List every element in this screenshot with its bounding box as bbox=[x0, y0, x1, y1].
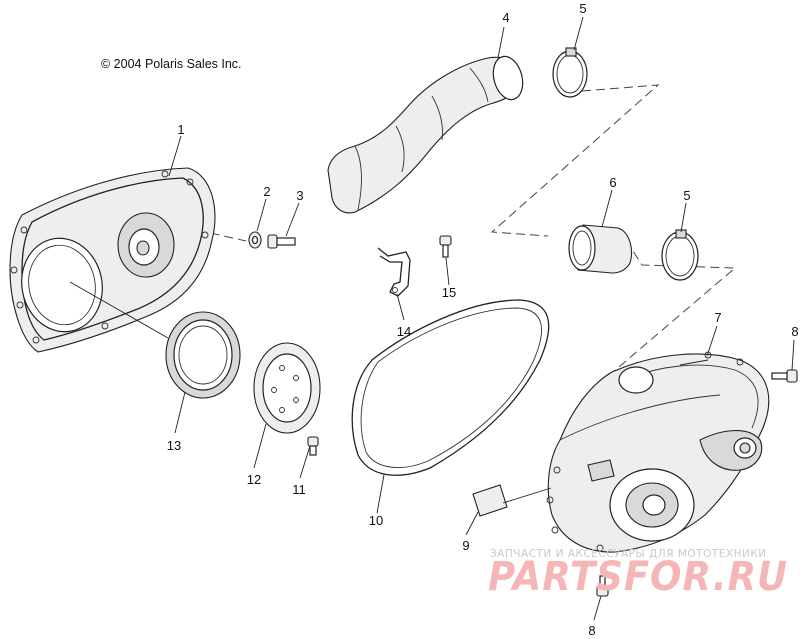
leader-1 bbox=[168, 135, 182, 177]
leader-9-pointer bbox=[502, 487, 552, 504]
callout-14: 14 bbox=[397, 324, 411, 339]
watermark-brand: PARTSFOR.RU bbox=[488, 554, 788, 600]
part-14-bracket bbox=[377, 247, 411, 297]
dashed-guides bbox=[196, 84, 737, 379]
callout-9: 9 bbox=[462, 538, 469, 553]
part-8-bolt-upper bbox=[771, 369, 798, 383]
part-2-washer bbox=[248, 231, 262, 249]
callout-7: 7 bbox=[714, 310, 721, 325]
leader-2 bbox=[256, 198, 267, 232]
callout-5-upper: 5 bbox=[579, 1, 586, 16]
leader-14 bbox=[396, 293, 405, 321]
part-7-outer-cover bbox=[546, 351, 770, 553]
part-9-decal bbox=[472, 484, 508, 517]
leader-13-assembly bbox=[69, 281, 169, 339]
callout-2: 2 bbox=[263, 184, 270, 199]
callout-11: 11 bbox=[292, 482, 306, 497]
leader-15 bbox=[445, 257, 450, 286]
leader-7-b bbox=[679, 359, 709, 366]
leader-11 bbox=[299, 445, 311, 479]
part-5-clamp-upper bbox=[552, 47, 588, 98]
leader-5b bbox=[680, 202, 687, 233]
leader-3 bbox=[285, 202, 300, 237]
callout-10: 10 bbox=[369, 513, 383, 528]
leader-6 bbox=[601, 189, 613, 228]
watermark-tagline: ЗАПЧАСТИ И АКСЕССУАРЫ ДЛЯ МОТОТЕХНИКИ bbox=[490, 548, 767, 560]
callout-13: 13 bbox=[167, 438, 181, 453]
part-12-plate bbox=[253, 342, 321, 434]
part-4-air-duct bbox=[327, 55, 524, 214]
callout-8-lower: 8 bbox=[588, 623, 595, 638]
watermark: ЗАПЧАСТИ И АКСЕССУАРЫ ДЛЯ МОТОТЕХНИКИ PA… bbox=[488, 548, 788, 600]
part-15-bolt bbox=[439, 235, 452, 258]
leader-8b bbox=[593, 595, 602, 621]
leader-12 bbox=[253, 423, 267, 469]
part-11-screw bbox=[307, 436, 319, 456]
part-6-coupler bbox=[568, 224, 633, 274]
callout-5-lower: 5 bbox=[683, 188, 690, 203]
leader-7 bbox=[706, 325, 718, 357]
callout-8-upper: 8 bbox=[791, 324, 798, 339]
callout-6: 6 bbox=[609, 175, 616, 190]
leader-10 bbox=[376, 474, 385, 514]
leader-9 bbox=[465, 511, 479, 536]
part-1-inner-cover bbox=[9, 167, 216, 353]
callout-1: 1 bbox=[177, 122, 184, 137]
part-10-drive-belt bbox=[351, 299, 550, 476]
leader-5a bbox=[573, 16, 584, 51]
leader-13 bbox=[174, 391, 186, 434]
callout-15: 15 bbox=[442, 285, 456, 300]
copyright-text: © 2004 Polaris Sales Inc. bbox=[101, 57, 242, 71]
leader-8a bbox=[791, 339, 795, 371]
callout-4: 4 bbox=[502, 10, 509, 25]
callout-labels: 1 2 3 4 5 5 6 7 8 8 9 10 11 12 13 14 15 bbox=[167, 1, 799, 638]
part-3-screw bbox=[267, 234, 296, 249]
callout-12: 12 bbox=[247, 472, 261, 487]
part-5-clamp-lower bbox=[661, 229, 699, 281]
part-13-seal bbox=[165, 311, 241, 399]
leader-4 bbox=[497, 26, 505, 59]
part-8-bolt-lower bbox=[596, 575, 609, 597]
callout-3: 3 bbox=[296, 188, 303, 203]
